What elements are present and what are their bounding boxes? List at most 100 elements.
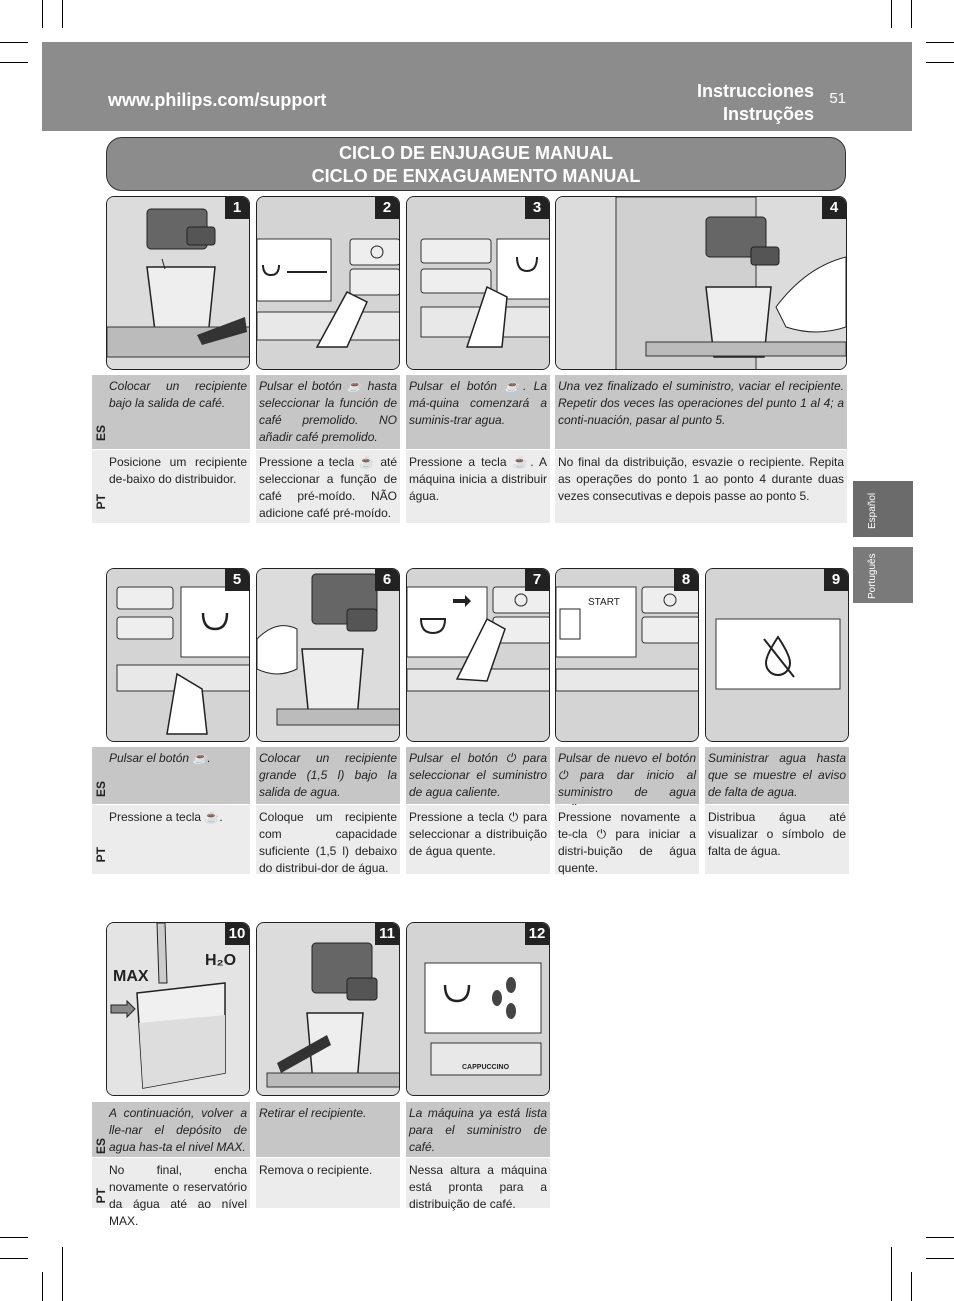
section-banner: CICLO DE ENJUAGUE MANUAL CICLO DE ENXAGU… [106, 137, 846, 191]
crop-mark [0, 62, 28, 63]
lang-label-es: ES [92, 747, 108, 804]
step-number-badge: 12 [525, 923, 549, 945]
crop-mark [926, 42, 954, 43]
step-number-badge: 11 [375, 923, 399, 945]
step-6-text-es: Colocar un recipiente grande (1,5 l) baj… [256, 747, 400, 804]
step-9-text-pt: Distribua água até visualizar o símbolo … [705, 805, 849, 874]
step-number-badge: 6 [375, 569, 399, 591]
step-8-text-es: Pulsar de nuevo el botón ⏻ para dar inic… [555, 747, 699, 816]
cappuccino-label: CAPPUCCINO [462, 1064, 510, 1071]
side-tab-pt[interactable]: Português [853, 547, 913, 603]
step-8-text-pt: Pressione novamente a te-cla ⏻ para inic… [555, 805, 699, 875]
step-number-badge: 2 [375, 197, 399, 219]
side-tab-pt-label: Português [867, 553, 878, 599]
crop-mark [911, 1272, 912, 1301]
lang-label-pt: PT [92, 1158, 108, 1208]
step-10-text-pt: No final, encha novamente o reservatório… [106, 1158, 250, 1228]
machine-cup-drawing [257, 569, 399, 741]
step-5-illustration: 5 [106, 568, 250, 742]
step-2-text-es: Pulsar el botón ☕ hasta seleccionar la f… [256, 375, 400, 449]
crop-mark [62, 0, 63, 28]
step-6-text-pt: Coloque um recipiente com capacidade suf… [256, 805, 400, 875]
step-number-badge: 7 [525, 569, 549, 591]
header-titles: Instrucciones Instruções [697, 80, 814, 126]
step-11-text-es: Retirar el recipiente. [256, 1102, 400, 1157]
step-10-text-es: A continuación, volver a lle-nar el depó… [106, 1102, 250, 1157]
step-3-text-pt: Pressione a tecla ☕. A máquina inicia a … [406, 450, 550, 523]
step-5-text-es: Pulsar el botón ☕. [106, 747, 250, 804]
step-number-badge: 8 [674, 569, 698, 591]
page-number: 51 [829, 90, 846, 107]
support-url[interactable]: www.philips.com/support [108, 90, 327, 110]
crop-mark [42, 1272, 43, 1301]
step-2-illustration: 2 [256, 196, 400, 370]
page-header: www.philips.com/support Instrucciones In… [42, 42, 912, 131]
lang-label-pt: PT [92, 450, 108, 523]
lang-label-es: ES [92, 375, 108, 449]
step-4-text-pt: No final da distribuição, esvazie o reci… [555, 450, 847, 523]
step-6-illustration: 6 [256, 568, 400, 742]
step-1-illustration: 1 [106, 196, 250, 370]
machine-cup-drawing [556, 197, 846, 369]
lang-label-pt: PT [92, 805, 108, 874]
crop-mark [891, 1247, 892, 1301]
step-number-badge: 4 [822, 197, 846, 219]
step-number-badge: 5 [225, 569, 249, 591]
banner-title-es: CICLO DE ENJUAGUE MANUAL [338, 143, 613, 163]
step-7-text-es: Pulsar el botón ⏻ para seleccionar el su… [406, 747, 550, 804]
step-12-illustration: CAPPUCCINO 12 [406, 922, 550, 1096]
control-panel-drawing [407, 569, 549, 741]
title-es: Instrucciones [696, 81, 814, 101]
step-8-illustration: START 8 [555, 568, 699, 742]
step-number-badge: 9 [824, 569, 848, 591]
lang-label-es: ES [92, 1102, 108, 1157]
step-3-text-es: Pulsar el botón ☕. La má-quina comenzará… [406, 375, 550, 449]
max-label: MAX [113, 968, 149, 985]
step-7-illustration: 7 [406, 568, 550, 742]
crop-mark [0, 1258, 28, 1259]
step-3-illustration: 3 [406, 196, 550, 370]
crop-mark [926, 62, 954, 63]
control-panel-drawing [407, 197, 549, 369]
title-pt: Instruções [722, 104, 814, 124]
step-1-text-es: Colocar un recipiente bajo la salida de … [106, 375, 250, 449]
crop-mark [0, 1237, 28, 1238]
crop-mark [0, 42, 28, 43]
step-number-badge: 3 [525, 197, 549, 219]
side-tab-es[interactable]: Español [853, 481, 913, 537]
h2o-label: H₂O [205, 952, 236, 969]
machine-cup-drawing [107, 197, 249, 369]
step-12-text-pt: Nessa altura a máquina está pronta para … [406, 1158, 550, 1211]
side-tab-es-label: Español [867, 492, 878, 529]
crop-mark [891, 0, 892, 28]
control-panel-drawing [257, 197, 399, 369]
step-number-badge: 10 [225, 923, 249, 945]
step-11-illustration: 11 [256, 922, 400, 1096]
step-5-text-pt: Pressione a tecla ☕. [106, 805, 250, 874]
step-7-text-pt: Pressione a tecla ⏻ para seleccionar a d… [406, 805, 550, 874]
crop-mark [911, 0, 912, 28]
machine-cup-drawing [257, 923, 399, 1095]
water-tank-drawing: MAX H₂O [107, 923, 249, 1095]
no-water-icon [764, 635, 792, 676]
start-label: START [588, 597, 620, 608]
display-drawing: CAPPUCCINO [407, 923, 549, 1095]
crop-mark [42, 0, 43, 28]
crop-mark [926, 1258, 954, 1259]
crop-mark [926, 1237, 954, 1238]
step-1-text-pt: Posicione um recipiente de-baixo do dist… [106, 450, 250, 523]
step-number-badge: 1 [225, 197, 249, 219]
crop-mark [62, 1247, 63, 1301]
step-9-illustration: 9 [705, 568, 849, 742]
step-4-text-es: Una vez finalizado el suministro, vaciar… [555, 375, 847, 449]
step-12-text-es: La máquina ya está lista para el suminis… [406, 1102, 550, 1157]
control-panel-drawing: START [556, 569, 698, 741]
step-2-text-pt: Pressione a tecla ☕ até seleccionar a fu… [256, 450, 400, 523]
step-11-text-pt: Remova o recipiente. [256, 1158, 400, 1208]
step-9-text-es: Suministrar agua hasta que se muestre el… [705, 747, 849, 804]
display-drawing [706, 569, 848, 741]
banner-title-pt: CICLO DE ENXAGUAMENTO MANUAL [311, 166, 641, 186]
step-10-illustration: MAX H₂O 10 [106, 922, 250, 1096]
control-panel-drawing [107, 569, 249, 741]
step-4-illustration: 4 [555, 196, 847, 370]
